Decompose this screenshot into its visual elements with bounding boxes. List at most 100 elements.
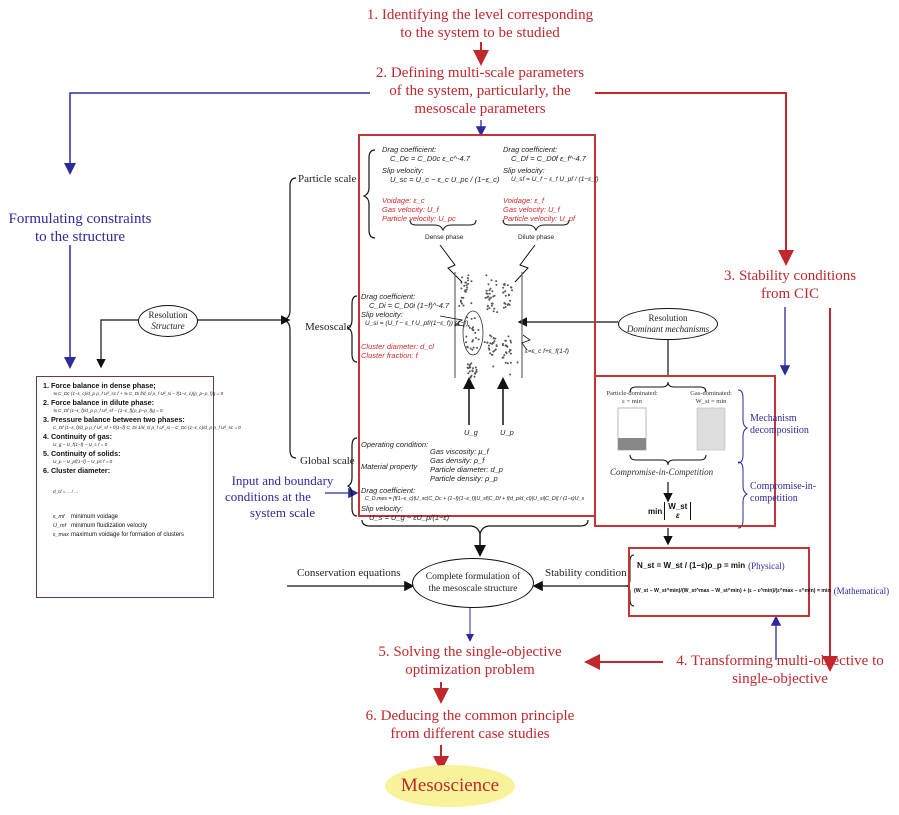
constraint-title: 4. Continuity of gas: [43,432,113,441]
particle-dot [509,349,512,352]
particle-dot [504,339,507,342]
particle-dot [502,306,505,309]
particle-dot [470,374,473,377]
particle-dot [502,286,505,289]
particle-dot [495,344,498,347]
particle-dot [510,341,512,344]
constraint-title: 5. Continuity of solids: [43,449,121,458]
stability-box [628,547,810,617]
particle-dot [507,302,510,305]
particle-dot [504,306,507,308]
particle-dot [470,362,473,365]
particle-velocity: Particle velocity: U_pf [503,214,576,223]
complete-formulation-line: Complete formulation of [425,572,521,582]
particle-scale-label: Particle scale [298,173,357,185]
particle-dot [489,334,492,337]
particle-dot [466,346,469,349]
constraint-equation: ¾ C_Dc (1−ε_c)/d_p ρ_f U²_sc f + ¾ C_Di … [53,391,224,396]
complete-formulation-node: Complete formulation of the mesoscale st… [412,558,534,608]
particle-dot [493,340,496,343]
particle-dot [465,341,468,344]
particle-dot [507,335,510,338]
compromise-in-competition-label: Compromise-in- competition [750,481,816,505]
particle-dot [471,348,474,351]
particle-dot [507,294,510,297]
constraint-equation: U_p − U_pf(1−f) − U_pc f = 0 [53,459,113,464]
brace-global-scale [346,437,358,517]
particle-dot [492,337,495,340]
constraint-title: 1. Force balance in dense phase; [43,381,156,390]
mesoscale-label: Mesoscale [305,321,352,333]
gas-dominated-condition: W_st = min [695,398,727,405]
brace-compromise [737,461,749,529]
input-label-line: Input and boundary [231,473,334,488]
arrow-resolution-to-constraints [96,319,138,369]
legend-description: minimum fluidization velocity [71,523,148,529]
particle-dot [467,324,470,327]
particle-dot [486,341,489,344]
physical-label: (Physical) [748,561,785,571]
constraint-equation: U_g − U_f(1−f) − U_c f = 0 [53,442,108,447]
particle-dot [474,372,477,375]
particle-dot [472,329,475,332]
step-4: 4. Transforming multi-objective to singl… [660,652,899,688]
brace-params-box [361,519,589,535]
particle-dot [487,347,490,350]
material-property: Particle diameter: d_p [430,465,503,474]
brace-cic-bottom [629,454,707,466]
min-vector-bottom: ε [675,511,680,520]
brace-cic-top [629,381,707,393]
slip-label: Slip velocity: [361,310,403,319]
particle-dot [467,282,470,285]
constraint-equation: ¾ C_Df (1−ε_f)/d_p ρ_f U²_sf − (1−ε_f)(ρ… [53,408,163,413]
slip-label: Slip velocity: [382,166,424,175]
particle-dot [469,366,472,369]
particle-dominated-title: Particle-dominated: [606,390,658,397]
particle-dot [472,346,475,349]
resolution-subtitle: Structure [151,321,185,331]
particle-dot [502,356,505,359]
min-vector: W_st ε [664,502,692,520]
particle-dot [504,294,507,297]
particle-dot [496,311,499,314]
brace-stability [625,554,635,607]
particle-dot [468,364,471,367]
particle-dot [472,339,474,342]
cluster-ellipse [462,310,484,356]
particle-dot [487,283,490,286]
constraint-title: 6. Cluster diameter: [43,466,111,475]
particle-dot [506,362,509,365]
particle-dot [475,368,478,371]
voidage: Voidage: ε_c [382,196,425,205]
material-property: Gas density: ρ_f [430,456,485,465]
compromise-label-line: Compromise-in- [750,481,817,492]
particle-dot [469,347,472,350]
particle-dot [473,375,476,378]
drag-equation: C_Di = C_D0i (1−f)^-4.7 [369,301,450,310]
drag-equation: C_D,mes = [f(1−ε_c)|U_sc|C_Dc + (1−f)(1−… [365,496,585,502]
particle-dot [461,276,464,279]
brace-mesoscale [346,295,358,363]
pointer-cluster [439,315,466,327]
particle-dot [464,290,466,293]
step-3-line: from CIC [761,286,819,302]
particle-dot [467,274,470,277]
cluster-diameter: Cluster diameter: d_cl [361,342,434,351]
particle-dot [502,291,505,294]
mesoscale-params: Drag coefficient: C_Di = C_D0i (1−f)^-4.… [361,292,468,360]
slip-label: Slip velocity: [361,504,403,513]
voidage-equation: ε=ε_c f+ε_f(1-f) [525,348,569,355]
particle-dominated-label: Particle-dominated: ε = min [602,390,662,406]
step-3: 3. Stability conditions from CIC [710,267,870,303]
particle-dot [495,280,498,283]
global-scale-params: Operating condition: [361,440,428,449]
particle-dot [508,350,511,353]
particle-dot [492,365,495,368]
particle-dot [466,316,469,319]
brace-dilute [502,219,570,232]
pointer-voidage [521,334,531,351]
particle-dot [474,366,477,369]
mesoscience-label: Mesoscience [400,775,500,796]
arrow-to-step3 [595,92,794,266]
